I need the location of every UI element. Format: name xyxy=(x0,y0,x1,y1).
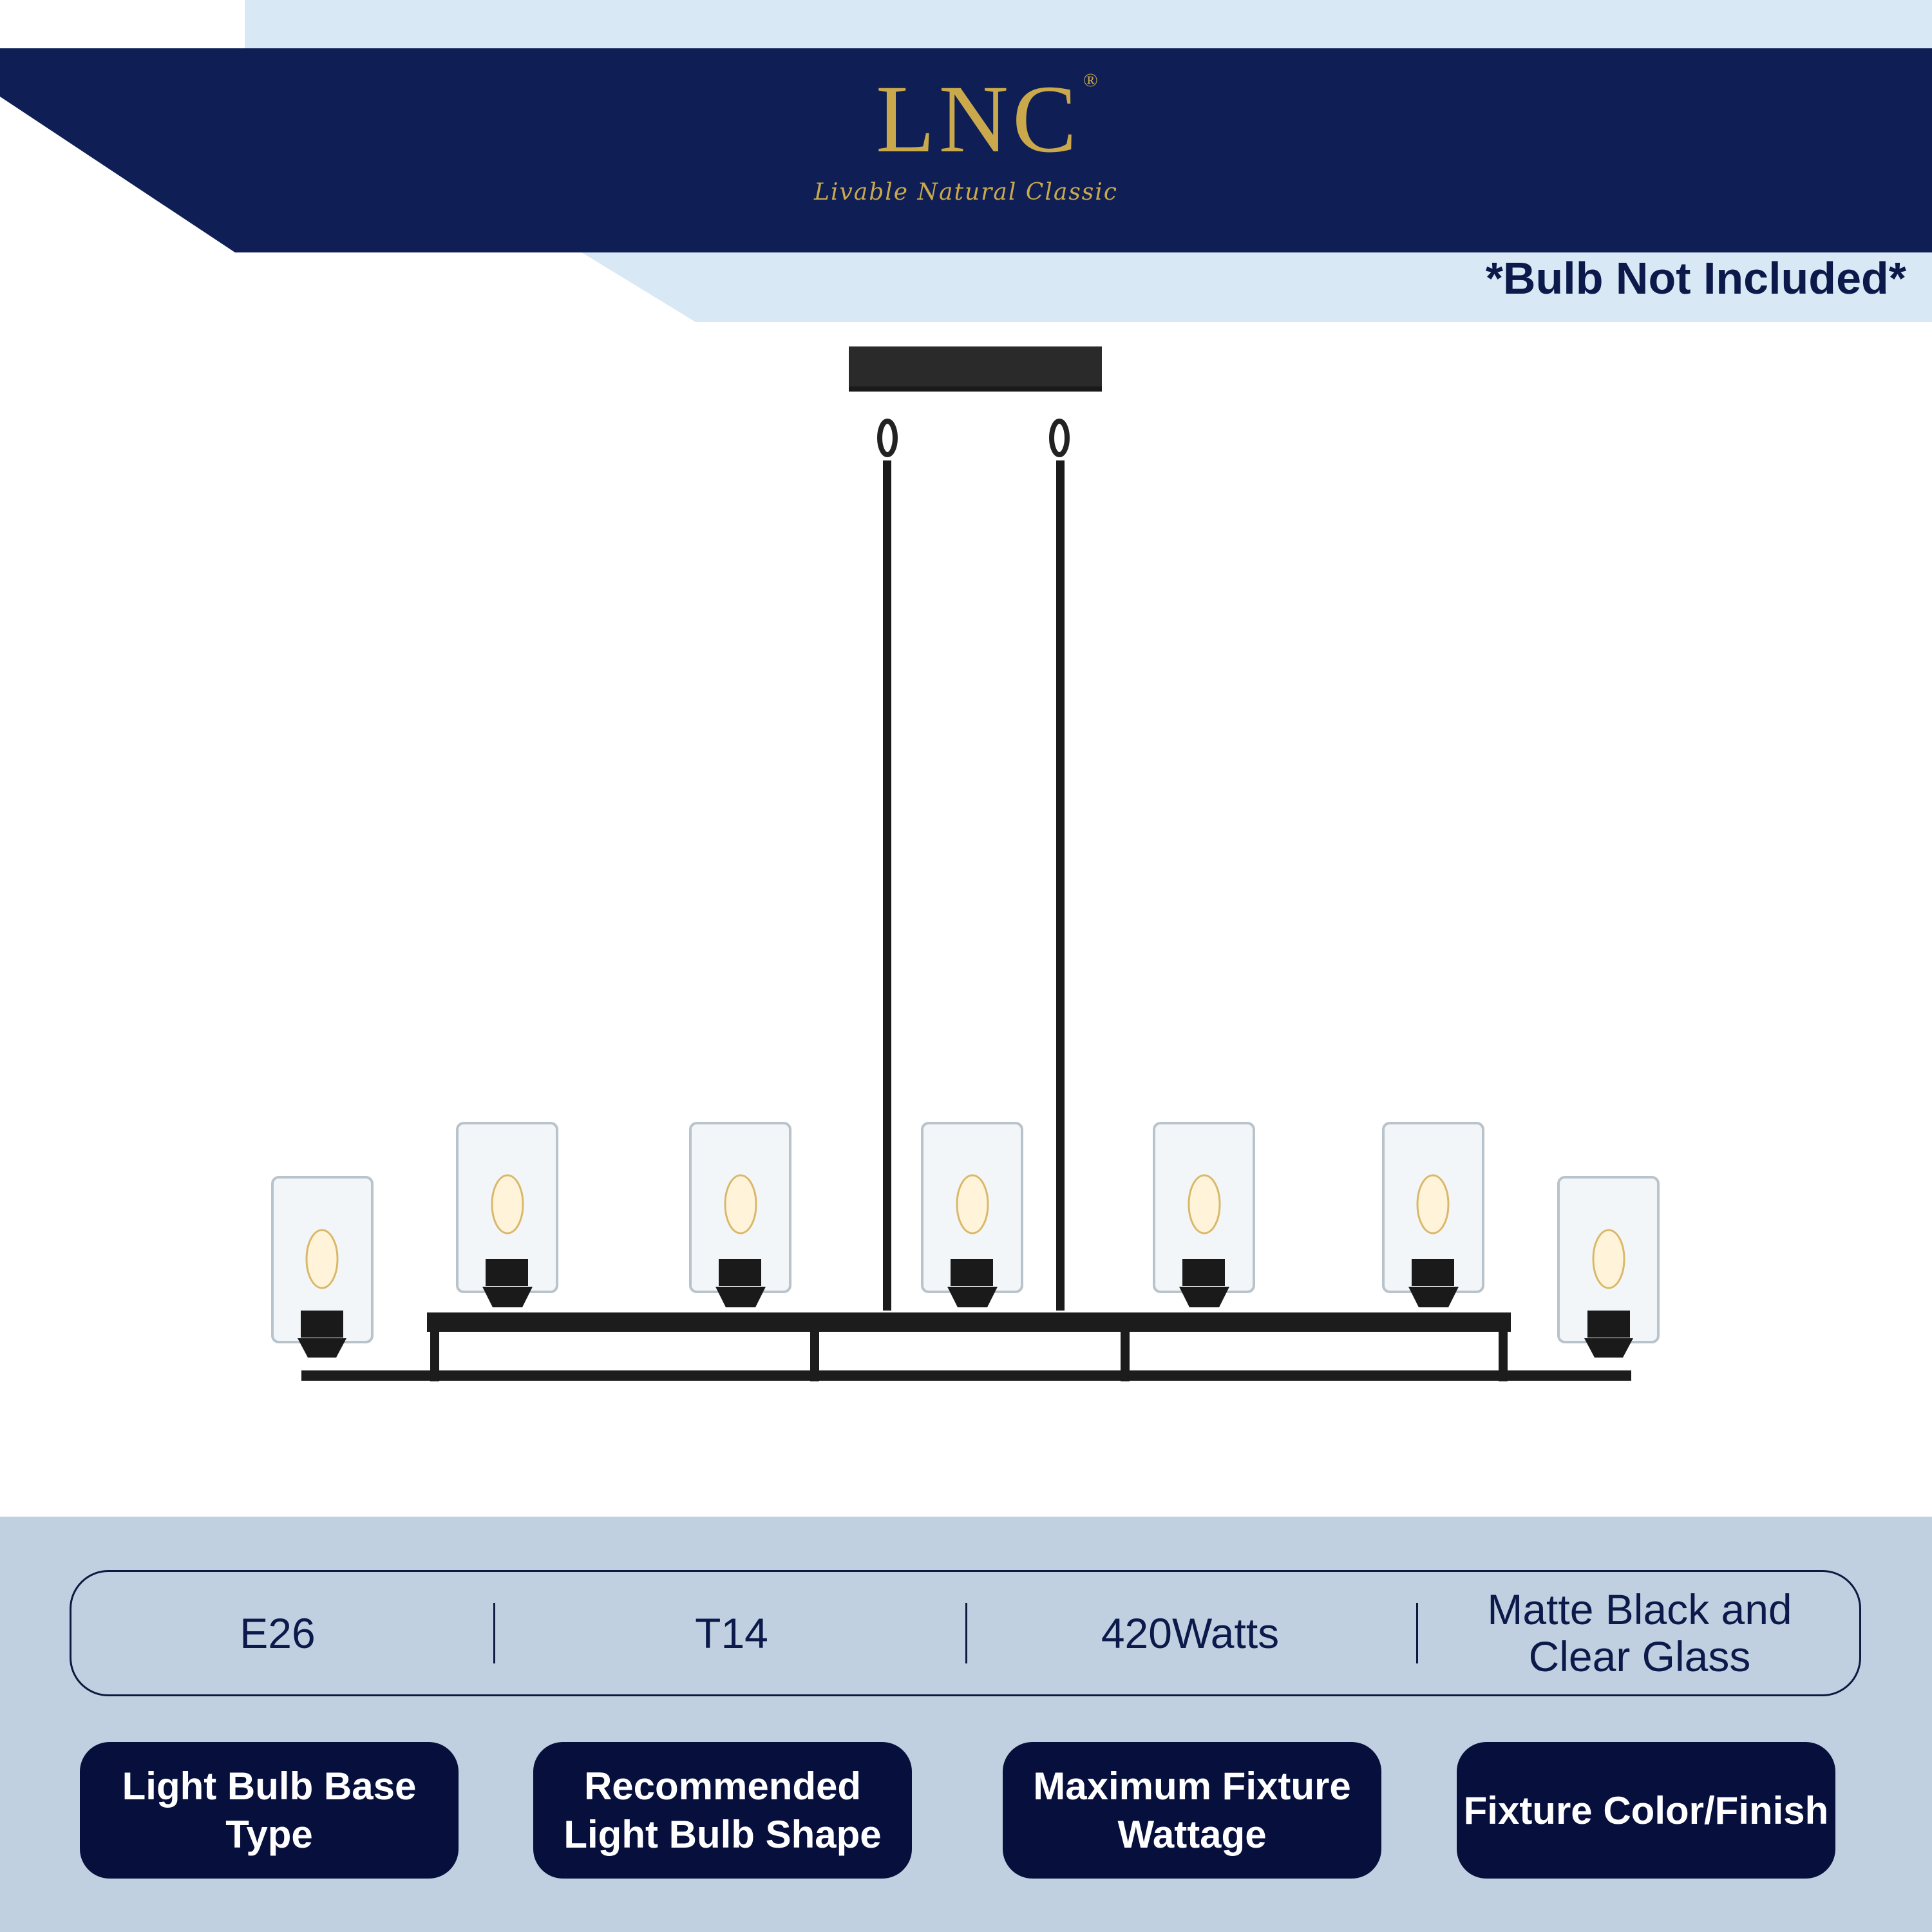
spec-label-bulb-shape: Recommended Light Bulb Shape xyxy=(533,1742,912,1879)
spec-value-color-finish: Matte Black and Clear Glass xyxy=(1487,1586,1792,1680)
brand-logo: LNC® xyxy=(876,66,1102,173)
bulb-not-included-note: *Bulb Not Included* xyxy=(1485,253,1906,303)
spec-label-wattage: Maximum Fixture Wattage xyxy=(1003,1742,1381,1879)
spec-divider xyxy=(493,1603,495,1663)
spec-value-wattage: 420Watts xyxy=(1101,1609,1280,1657)
chandelier-icon xyxy=(271,346,1660,1381)
spec-value-base-type: E26 xyxy=(240,1609,316,1657)
spec-value-bulb-shape: T14 xyxy=(695,1609,768,1657)
spec-divider xyxy=(965,1603,967,1663)
brand-tagline: Livable Natural Classic xyxy=(814,179,1118,205)
header-banner xyxy=(0,0,1932,322)
spec-label-color-finish: Fixture Color/Finish xyxy=(1457,1742,1835,1879)
spec-values-box: E26 T14 420Watts Matte Black and Clear G… xyxy=(70,1570,1861,1696)
spec-divider xyxy=(1416,1603,1418,1663)
spec-label-base-type: Light Bulb Base Type xyxy=(80,1742,459,1879)
